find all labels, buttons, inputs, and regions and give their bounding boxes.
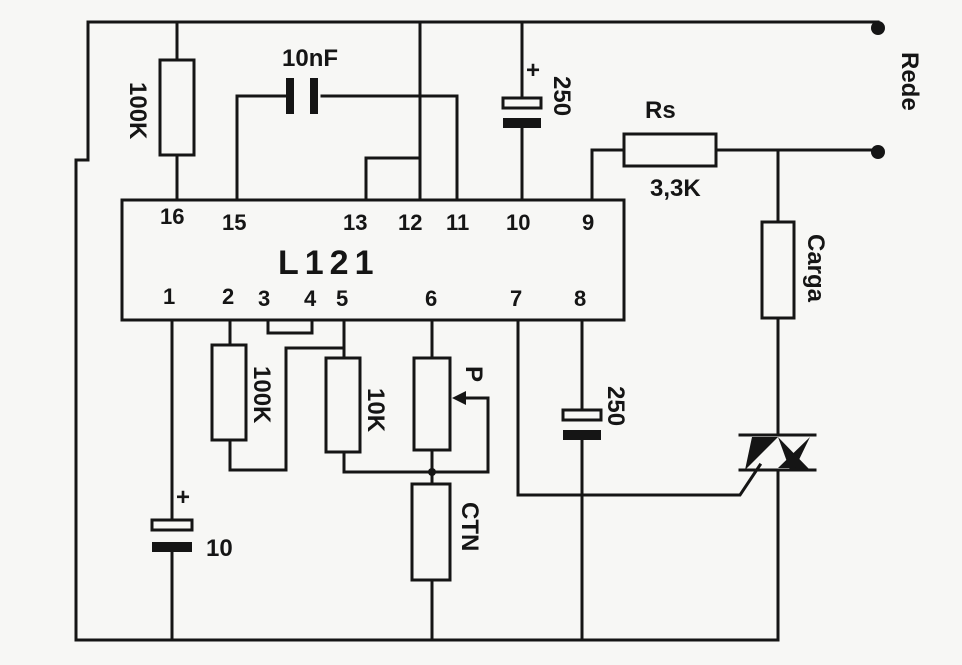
pin-3-label: 3 (258, 286, 270, 311)
load-label: Carga (802, 234, 829, 303)
pin-5-label: 5 (336, 286, 348, 311)
capacitor-250-pin8-label: 250 (602, 386, 629, 426)
resistor-100k-pin2-label: 100K (248, 366, 275, 424)
pin-1-label: 1 (163, 284, 175, 309)
potentiometer-label: P (460, 366, 487, 382)
capacitor-10-pin1 (150, 518, 194, 552)
mains-terminal-bottom (871, 145, 885, 159)
junction-node (428, 468, 436, 476)
resistor-10k-pin5 (324, 356, 362, 454)
pin-10-label: 10 (506, 210, 530, 235)
pin-7-label: 7 (510, 286, 522, 311)
pin-4-label: 4 (304, 286, 317, 311)
potentiometer-wiper-arrow (452, 391, 466, 405)
resistor-10k-pin5-label: 10K (362, 388, 389, 433)
ic-name: L121 (278, 244, 380, 282)
capacitor-10-pin1-label: 10 (206, 535, 233, 562)
triac-symbol (738, 433, 817, 472)
ic-body (120, 198, 626, 322)
mains-label: Rede (896, 52, 923, 111)
capacitor-250-top (501, 96, 543, 128)
resistor-100k-top (158, 58, 196, 157)
wires (74, 20, 880, 642)
pin-9-label: 9 (582, 210, 594, 235)
potentiometer-p (412, 356, 452, 452)
thermistor-ctn (410, 482, 452, 582)
thermistor-ctn-label: CTN (456, 502, 483, 551)
pin-13-label: 13 (343, 210, 367, 235)
pin-12-label: 12 (398, 210, 422, 235)
pin-11-label: 11 (446, 210, 469, 235)
capacitor-250-top-label: 250 (548, 76, 575, 116)
resistor-rs (622, 132, 718, 168)
capacitor-10-pin1-plus: + (176, 484, 190, 511)
resistor-100k-pin2 (210, 343, 248, 442)
ic-top-pins: 16 15 13 12 11 10 9 (160, 204, 594, 235)
resistor-rs-value: 3,3K (650, 175, 701, 202)
pin-2-label: 2 (222, 284, 234, 309)
resistor-rs-name: Rs (645, 97, 676, 124)
resistor-100k-top-label: 100K (124, 82, 151, 140)
capacitor-250-top-plus: + (526, 57, 540, 84)
pin-16-label: 16 (160, 204, 184, 229)
capacitor-250-pin8 (561, 408, 603, 440)
pin-15-label: 15 (222, 210, 246, 235)
pin-8-label: 8 (574, 286, 586, 311)
mains-terminal-top (871, 21, 885, 35)
capacitor-10nf-label: 10nF (282, 45, 338, 72)
capacitor-10nf (286, 78, 318, 114)
ic-bottom-pins: 1 2 3 4 5 6 7 8 (163, 284, 586, 311)
load-resistor (760, 220, 796, 320)
pin-6-label: 6 (425, 286, 437, 311)
